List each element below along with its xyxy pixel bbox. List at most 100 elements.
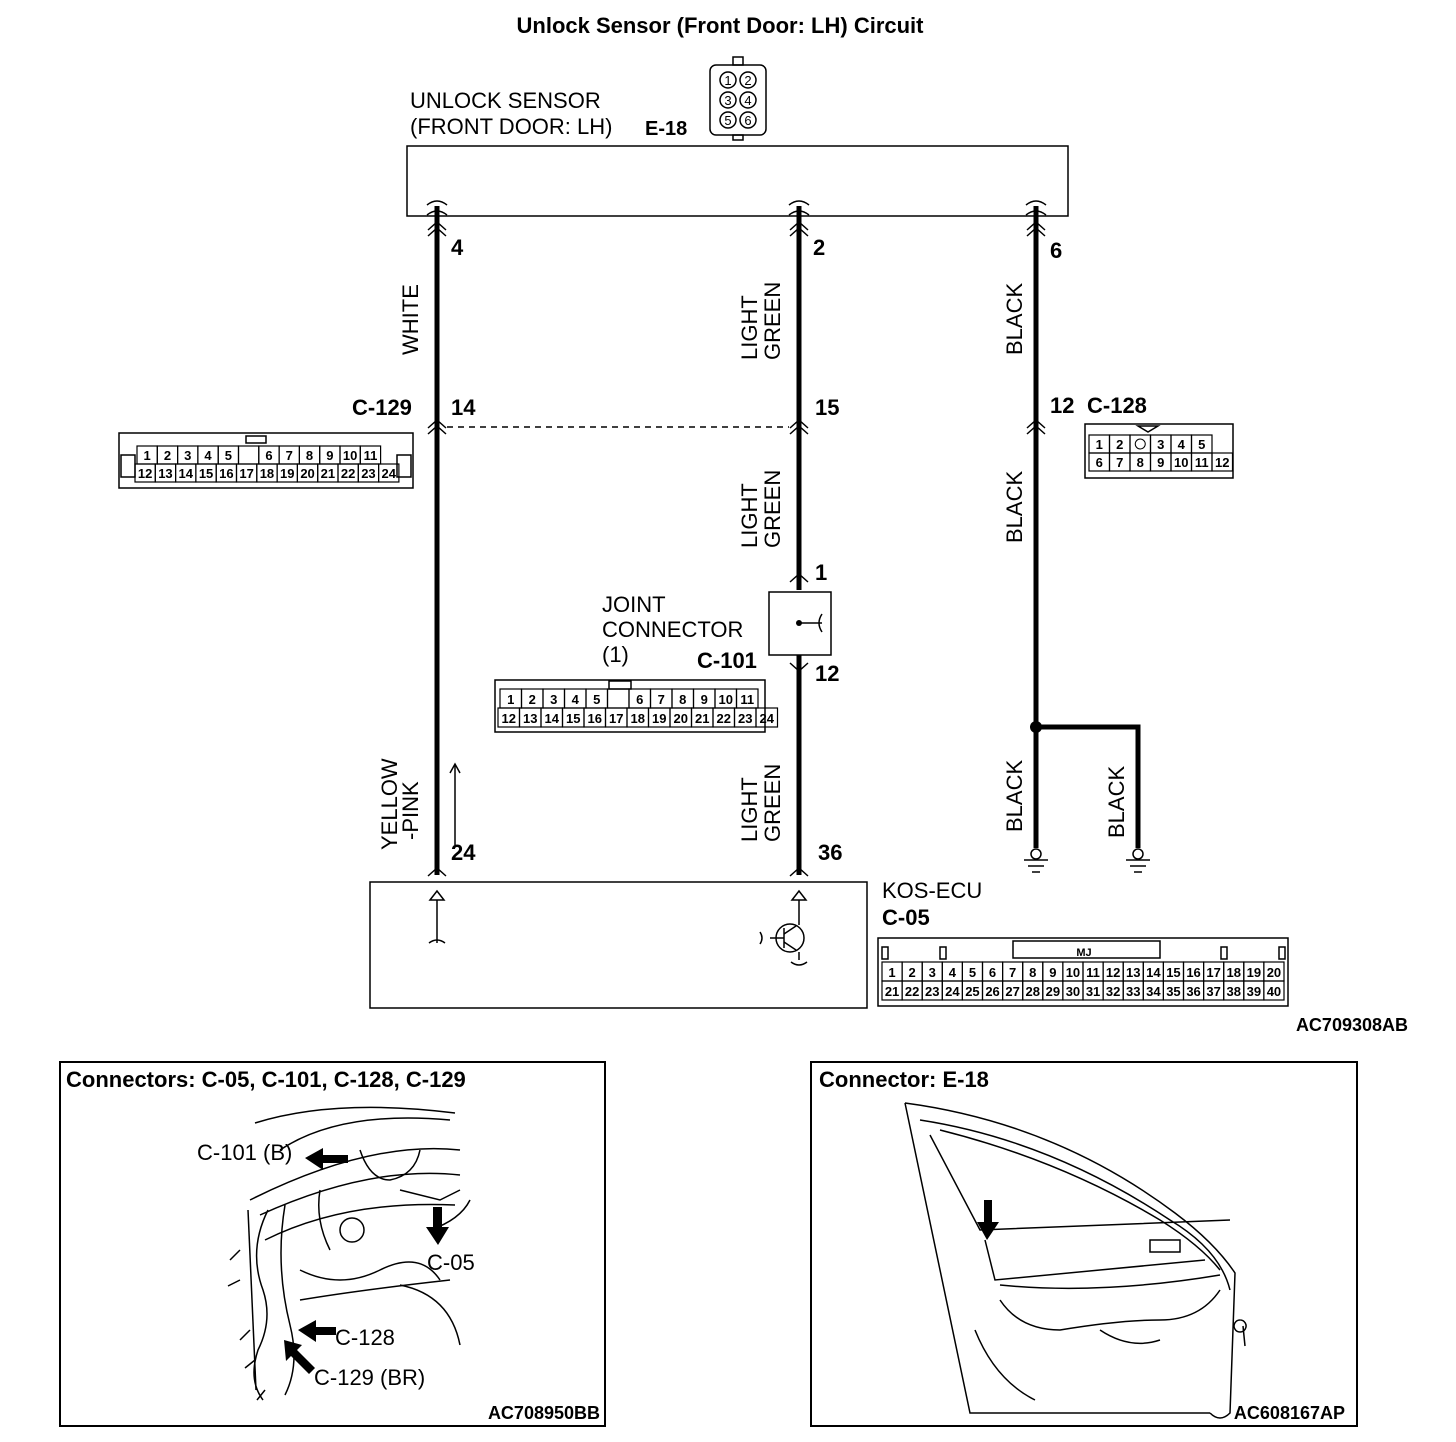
panel-left-title: Connectors: C-05, C-101, C-128, C-129: [66, 1067, 466, 1092]
splice-point: [1030, 721, 1042, 733]
panel-left-code: AC708950BB: [488, 1403, 600, 1423]
c101-pin-label: 4: [572, 692, 580, 707]
pin-e18-2: 2: [813, 235, 825, 260]
c129-pin-label: 17: [239, 466, 253, 481]
wire-label-light-2: LIGHT: [737, 483, 762, 548]
c05-pin-label: 35: [1166, 984, 1180, 999]
c101-pin-label: 16: [588, 711, 602, 726]
unlock-sensor-box: [406, 145, 1069, 217]
panel-e18-location: Connector: E-18 AC608167AP: [810, 1061, 1358, 1427]
c128-pin-label: 1: [1096, 437, 1103, 452]
sensor-label-line2: (FRONT DOOR: LH): [410, 114, 612, 139]
diagram-code: AC709308AB: [1296, 1015, 1408, 1035]
panel-connectors-location: Connectors: C-05, C-101, C-128, C-129 C-…: [59, 1061, 606, 1427]
wire-label-black-1: BLACK: [1002, 283, 1027, 355]
c128-code: C-128: [1087, 393, 1147, 418]
arrow-c05: [426, 1207, 449, 1245]
c101-cell: [755, 707, 779, 728]
c05-code: C-05: [882, 905, 930, 930]
door-illustration: [904, 1102, 1247, 1419]
pin-joint-12: 12: [815, 661, 839, 686]
wire-label-pink: -PINK: [398, 781, 423, 840]
pin-e18-6: 6: [1050, 238, 1062, 263]
c101-pin-label: 1: [507, 692, 514, 707]
c129-pin-label: 18: [260, 466, 274, 481]
joint-label-3: (1): [602, 642, 629, 667]
c05-pin-label: 5: [969, 965, 976, 980]
svg-text:6: 6: [744, 113, 751, 128]
wire-label-white: WHITE: [398, 284, 423, 355]
label-c05: C-05: [427, 1250, 475, 1275]
c101-pin-label: 5: [593, 692, 600, 707]
arrow-c101: [305, 1148, 348, 1170]
c128-pin-label: 11: [1195, 455, 1209, 470]
sensor-pin-marks: [426, 200, 1047, 237]
c101-pin-label: 22: [717, 711, 731, 726]
c05-pin-label: 38: [1227, 984, 1241, 999]
c05-pin-label: 30: [1066, 984, 1080, 999]
c101-pin-label: 23: [738, 711, 752, 726]
c129-pin-label: 20: [300, 466, 314, 481]
dashboard-illustration: [227, 1106, 471, 1401]
c129-pin-label: 6: [265, 448, 272, 463]
joint-connector-box: [768, 591, 832, 656]
wire-label-green-2: GREEN: [760, 470, 785, 548]
c101-pin-label: 14: [545, 711, 560, 726]
c129-pin-label: 21: [321, 466, 335, 481]
c05-pin-label: 17: [1206, 965, 1220, 980]
c05-pin-label: 36: [1186, 984, 1200, 999]
c129-pin-label: 13: [158, 466, 172, 481]
pin-c05-36: 36: [818, 840, 842, 865]
c05-pin-label: 40: [1267, 984, 1281, 999]
c101-pin-label: 7: [658, 692, 665, 707]
c05-pin-label: 23: [925, 984, 939, 999]
c05-pin-label: 4: [949, 965, 957, 980]
c128-pin-label: 4: [1178, 437, 1186, 452]
c129-pin-label: 3: [184, 448, 191, 463]
c05-pin-label: 3: [929, 965, 936, 980]
label-c101-b: C-101 (B): [197, 1140, 292, 1165]
c05-pin-label: 37: [1206, 984, 1220, 999]
c05-pin-label: 9: [1049, 965, 1056, 980]
c05-pin-label: 7: [1009, 965, 1016, 980]
c05-pin-label: 2: [909, 965, 916, 980]
c101-pin-label: 24: [760, 711, 775, 726]
c129-pin-label: 1: [144, 448, 151, 463]
c05-pin-label: 24: [945, 984, 960, 999]
c129-pin-label: 12: [138, 466, 152, 481]
joint-label-2: CONNECTOR: [602, 617, 743, 642]
c129-pin-label: 14: [179, 466, 194, 481]
c128-pin-label: 3: [1157, 437, 1164, 452]
pin-c129-15: 15: [815, 395, 839, 420]
svg-text:3: 3: [724, 93, 731, 108]
c05-pin-label: 22: [905, 984, 919, 999]
wire-black-branch: [1036, 724, 1141, 848]
wire-label-black-3: BLACK: [1002, 760, 1027, 832]
c05-pin-label: 15: [1166, 965, 1180, 980]
sensor-code: E-18: [645, 118, 687, 140]
svg-text:2: 2: [744, 73, 751, 88]
wire-label-light: LIGHT: [737, 295, 762, 360]
c05-pin-label: 29: [1046, 984, 1060, 999]
joint-label-1: JOINT: [602, 592, 666, 617]
c128-pin-label: 5: [1198, 437, 1205, 452]
c05-pin-label: 34: [1146, 984, 1161, 999]
c05-pin-label: 16: [1186, 965, 1200, 980]
c101-pin-label: 11: [740, 692, 754, 707]
c128-cell: [1211, 452, 1234, 472]
c129-pin-label: 8: [306, 448, 313, 463]
arrow-e18: [977, 1200, 999, 1240]
c05-pin-label: 11: [1086, 965, 1100, 980]
c101-pin-label: 20: [674, 711, 688, 726]
c05-pin-label: 13: [1126, 965, 1140, 980]
c101-pin-label: 2: [529, 692, 536, 707]
c129-pin-label: 10: [343, 448, 357, 463]
c128-pin-label: 12: [1215, 455, 1229, 470]
c05-cell: [1263, 980, 1285, 1001]
wire-label-light-3: LIGHT: [737, 777, 762, 842]
page-title: Unlock Sensor (Front Door: LH) Circuit: [517, 13, 925, 38]
